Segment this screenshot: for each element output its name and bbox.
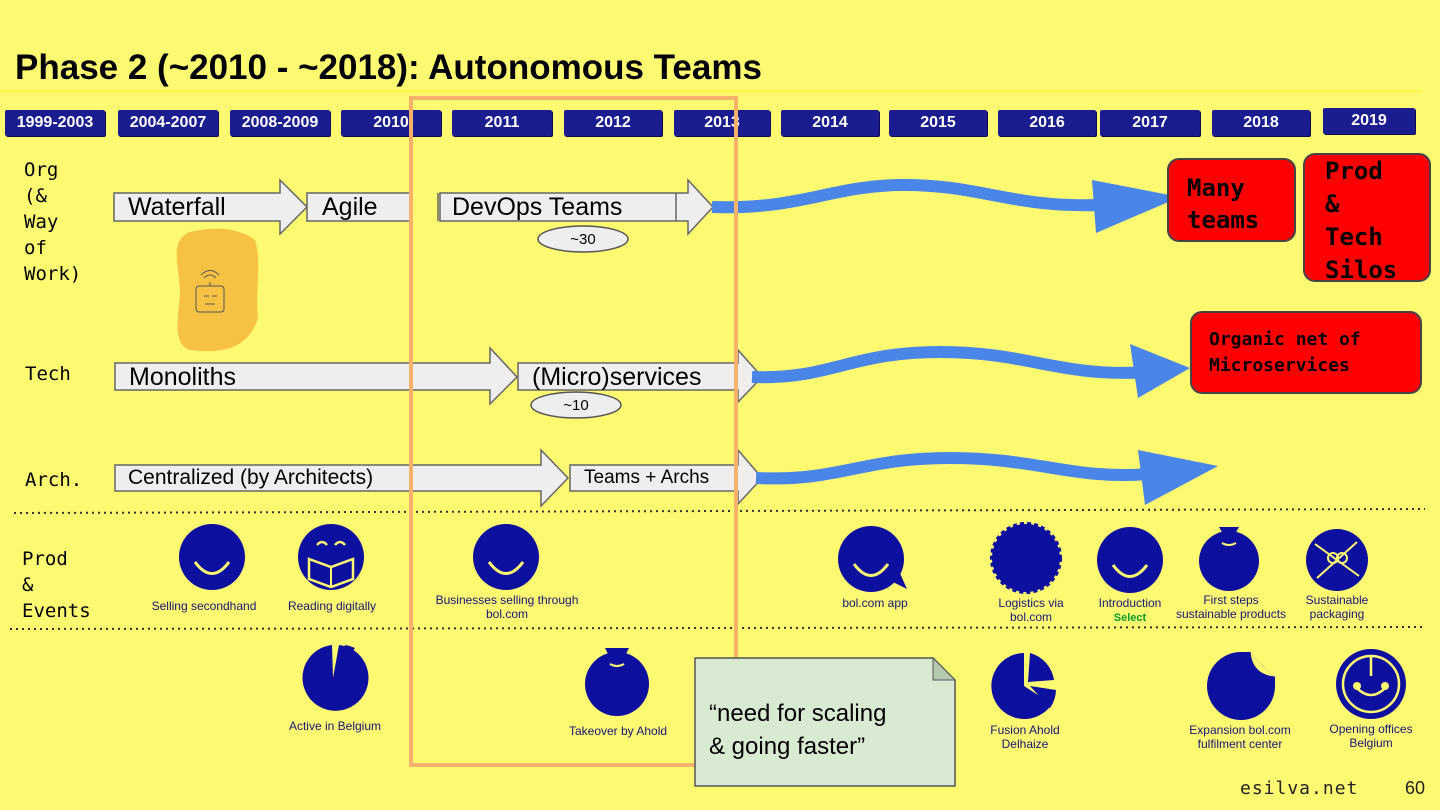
row-label-arch: Arch. [25,469,83,491]
reading-smiley-icon [298,524,364,590]
year-box: 2004-2007 [118,110,218,136]
separator-line [9,626,1426,630]
stage-waterfall: Waterfall [128,193,226,221]
event-caption: Expansion bol.com fulfilment center [1189,723,1291,751]
quote-text: “need for scaling & going faster” [709,700,887,760]
smiley-icon [473,524,539,590]
bot-blob [176,228,259,352]
bag-icon [1199,527,1259,591]
many-teams-box: Many teams [1167,158,1296,242]
sticker-icon [1207,651,1276,720]
year-box: 2011 [452,110,552,136]
count-oval [530,391,622,419]
event-caption: First steps sustainable products [1175,593,1287,621]
target-icon [1336,649,1406,719]
event-caption: Fusion Ahold Delhaize [990,723,1060,751]
year-box: 2012 [564,110,662,136]
arch-trend-arrow [755,451,1151,485]
pie-icon [302,645,369,711]
footer-site: esilva.net [1240,778,1359,799]
chat-smiley-icon [838,526,907,592]
org-trend-arrowhead [1092,180,1180,233]
centralized-arrow [114,448,570,508]
year-box: 2018 [1212,110,1310,136]
event-caption: Takeover by Ahold [568,724,668,738]
year-box: 2010 [341,110,441,136]
organic-microservices-box: Organic net of Microservices [1190,311,1422,394]
event-caption: Active in Belgium [288,719,382,733]
row-label-tech: Tech [25,363,71,385]
smiley-icon [1097,527,1163,593]
quote-box [694,657,956,787]
year-box: 2008-2009 [230,110,330,136]
event-caption: Sustainable packaging [1305,593,1369,621]
gift-icon [1306,529,1368,591]
year-box: 2017 [1100,110,1200,136]
stage-centralized: Centralized (by Architects) [128,466,374,489]
separator-line [13,508,1426,514]
stage-monoliths: Monoliths [129,363,236,391]
org-trend-arrow [711,178,1101,214]
stage-microservices: (Micro)services [532,363,702,391]
count-oval [537,225,629,253]
select-badge: Select [1113,612,1147,624]
bot-icon [195,270,225,313]
stage-teams-archs: Teams + Archs [584,467,710,488]
monoliths-arrow [114,346,519,406]
event-caption: Businesses selling through bol.com [435,593,579,621]
year-box: 2014 [781,110,879,136]
year-box: 2016 [998,110,1096,136]
devops-arrow [439,178,715,236]
year-box: 2019 [1323,108,1415,134]
arch-trend-arrowhead [1138,450,1218,505]
quote-fold [932,656,957,681]
page-title: Phase 2 (~2010 - ~2018): Autonomous Team… [15,48,762,87]
event-caption: Reading digitally [287,599,377,613]
event-caption: bol.com app [842,596,908,610]
title-underline [0,90,1422,92]
row-label-prod-events: Prod & Events [22,548,91,622]
year-box: 2015 [889,110,987,136]
stage-devops-teams: DevOps Teams [452,193,623,221]
highlight-frame [409,96,738,767]
event-caption-text: Introduction [1098,596,1162,610]
gear-smiley-icon [990,522,1062,594]
event-caption: Introduction Select [1085,596,1175,625]
smiley-icon [179,524,245,590]
devops-team-count: ~30 [570,230,596,248]
event-caption: Logistics via bol.com [998,596,1064,624]
event-caption: Opening offices Belgium [1329,722,1413,750]
tech-trend-arrowhead [1130,344,1190,398]
bag-icon [585,648,649,716]
waterfall-arrow [113,178,309,236]
page-number: 60 [1405,778,1426,798]
year-box: 2013 [674,110,770,136]
pie-icon [991,653,1056,719]
microservices-count: ~10 [563,396,589,414]
stage-agile: Agile [322,193,378,221]
silos-box: Prod & Tech Silos [1303,153,1431,284]
row-label-org: Org (& Way of Work) [24,159,82,285]
event-caption: Selling secondhand [151,599,257,613]
year-box: 1999-2003 [5,110,105,136]
tech-trend-arrow [751,345,1151,384]
